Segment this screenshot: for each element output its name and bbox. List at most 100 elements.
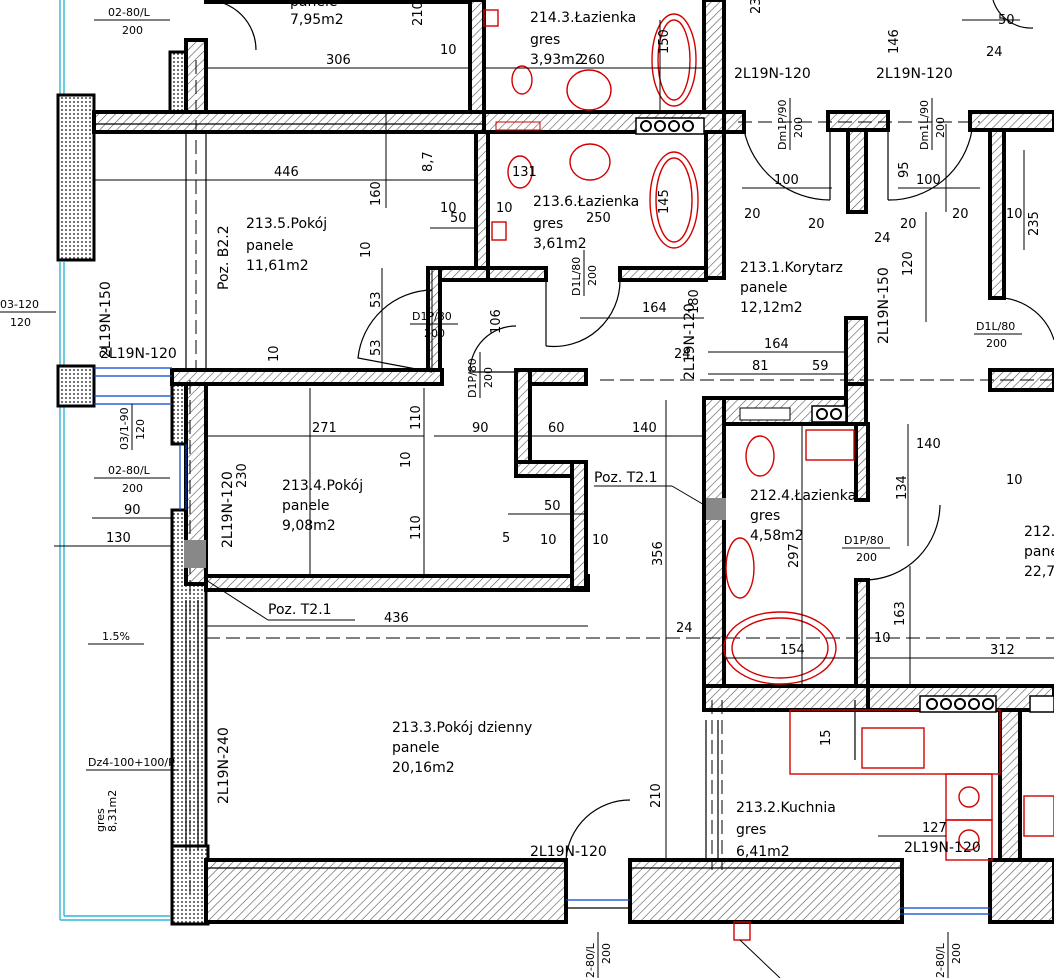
note-poz-t21: Poz. T2.1 (594, 470, 658, 486)
dim-140: 140 (916, 437, 941, 452)
window-label-w1: 02-80/L 200 (94, 6, 170, 37)
note-poz-t21: Poz. T2.1 (268, 602, 332, 618)
room-213-6: 213.6.Łazienka gres 3,61m2 (533, 194, 639, 252)
dim-10: 10 (496, 201, 513, 216)
window-height: 200 (600, 943, 613, 964)
window-type: 02-80/L (108, 464, 151, 477)
dim-10: 10 (267, 345, 282, 362)
dim-10: 10 (399, 451, 414, 468)
dim-110: 110 (409, 405, 424, 430)
room-area: 3,61m2 (533, 236, 587, 252)
dim-145: 145 (657, 189, 672, 214)
room-214-3: 214.3.Łazienka gres 3,93m2 (530, 10, 636, 68)
dim-24: 24 (986, 45, 1003, 60)
lintel-label: 2L19N-120 (904, 840, 981, 856)
dim-180: 180 (687, 289, 702, 314)
lintel-label: 2L19N-120 (682, 303, 698, 380)
door-label-dz: Dz4-100+100/P (86, 756, 178, 771)
dim-20: 20 (952, 207, 969, 222)
dim-130: 130 (106, 531, 131, 546)
dim-8-7: 8,7 (421, 151, 436, 172)
room-name: 213.1.Korytarz (740, 260, 843, 276)
dim-59: 59 (812, 359, 829, 374)
room-finish: panele (246, 238, 293, 254)
dimension-texts: 306 210 10 260 150 23 146 50 24 446 160 … (106, 0, 1042, 836)
dim-60: 60 (548, 421, 565, 436)
balcony-label: gres 8,31m2 (94, 790, 119, 832)
dimension-lines (54, 19, 1054, 860)
room-area: 20,16m2 (392, 760, 455, 776)
dim-100: 100 (774, 173, 799, 188)
dim-446: 446 (274, 165, 299, 180)
dim-106: 106 (489, 309, 504, 334)
room-name: 213.3.Pokój dzienny (392, 720, 532, 736)
dim-127: 127 (922, 821, 947, 836)
room-name: 213.5.Pokój (246, 216, 327, 232)
room-name: 213.4.Pokój (282, 478, 363, 494)
dim-50: 50 (544, 499, 561, 514)
beam-dashed-lines (189, 60, 1054, 900)
room-finish: gres (530, 32, 560, 48)
door-type: Dz4-100+100/P (88, 756, 175, 769)
dim-164: 164 (642, 301, 667, 316)
door-swings (205, 0, 1054, 861)
dim-154: 154 (780, 643, 805, 658)
room-213-1: 213.1.Korytarz panele 12,12m2 (740, 260, 843, 316)
dim-271: 271 (312, 421, 337, 436)
window-height: 200 (122, 482, 143, 495)
notes: Poz. B2.2 Poz. T2.1 Poz. T2.1 1.5% (102, 225, 658, 643)
leader-lines (88, 485, 781, 978)
door-height: 200 (934, 117, 947, 138)
door-label-d7: Dm1L/90 200 (918, 98, 947, 150)
dim-235: 235 (1027, 211, 1042, 236)
lintel-label: 2L19N-120 (530, 844, 607, 860)
room-name: 213.6.Łazienka (533, 194, 639, 210)
dim-150: 150 (657, 29, 672, 54)
vent-grilles (495, 117, 1054, 713)
door-type: D1P/80 (466, 358, 479, 398)
door-type: D1L/80 (976, 320, 1015, 333)
room-top: panele 7,95m2 (290, 0, 344, 28)
balcony-finish: gres (94, 808, 107, 832)
lintel-label: 2L19N-240 (216, 727, 232, 804)
room-finish: panele (740, 280, 787, 296)
window-height: 120 (134, 419, 147, 440)
dim-260: 260 (580, 53, 605, 68)
room-area: 12,12m2 (740, 300, 803, 316)
dim-164: 164 (764, 337, 789, 352)
room-finish: panele (290, 0, 337, 10)
door-height: 200 (792, 117, 805, 138)
room-area: 7,95m2 (290, 12, 344, 28)
room-name: 212. (1024, 524, 1054, 540)
room-finish: panele (392, 740, 439, 756)
window-label-w3: 03/1-90 120 (118, 404, 147, 450)
dim-50: 50 (450, 211, 467, 226)
lintel-label: 2L19N-150 (876, 267, 892, 344)
dim-230: 230 (235, 463, 250, 488)
room-213-4: 213.4.Pokój panele 9,08m2 (282, 478, 363, 534)
dim-306: 306 (326, 53, 351, 68)
room-finish: pane (1024, 544, 1054, 560)
room-212-4: 212.4.Łazienka gres 4,58m2 (750, 488, 856, 544)
note-poz-b22: Poz. B2.2 (216, 225, 232, 290)
window-type: 03/1-90 (118, 407, 131, 450)
dim-436: 436 (384, 611, 409, 626)
window-height: 200 (950, 943, 963, 964)
dim-90: 90 (472, 421, 489, 436)
dim-24: 24 (874, 231, 891, 246)
windows (94, 367, 990, 915)
lintel-label: 2L19N-120 (220, 471, 236, 548)
dim-53: 53 (369, 291, 384, 308)
room-212: 212. pane 22,7 (1024, 524, 1054, 580)
dim-10: 10 (359, 241, 374, 258)
dim-81: 81 (752, 359, 769, 374)
dim-53: 53 (369, 339, 384, 356)
slope-note: 1.5% (102, 630, 130, 643)
dim-15: 15 (819, 729, 834, 746)
door-label-d6: Dm1P/90 200 (776, 98, 805, 150)
dim-10: 10 (440, 43, 457, 58)
door-height: 200 (482, 367, 495, 388)
dim-95: 95 (897, 161, 912, 178)
dim-160: 160 (369, 181, 384, 206)
